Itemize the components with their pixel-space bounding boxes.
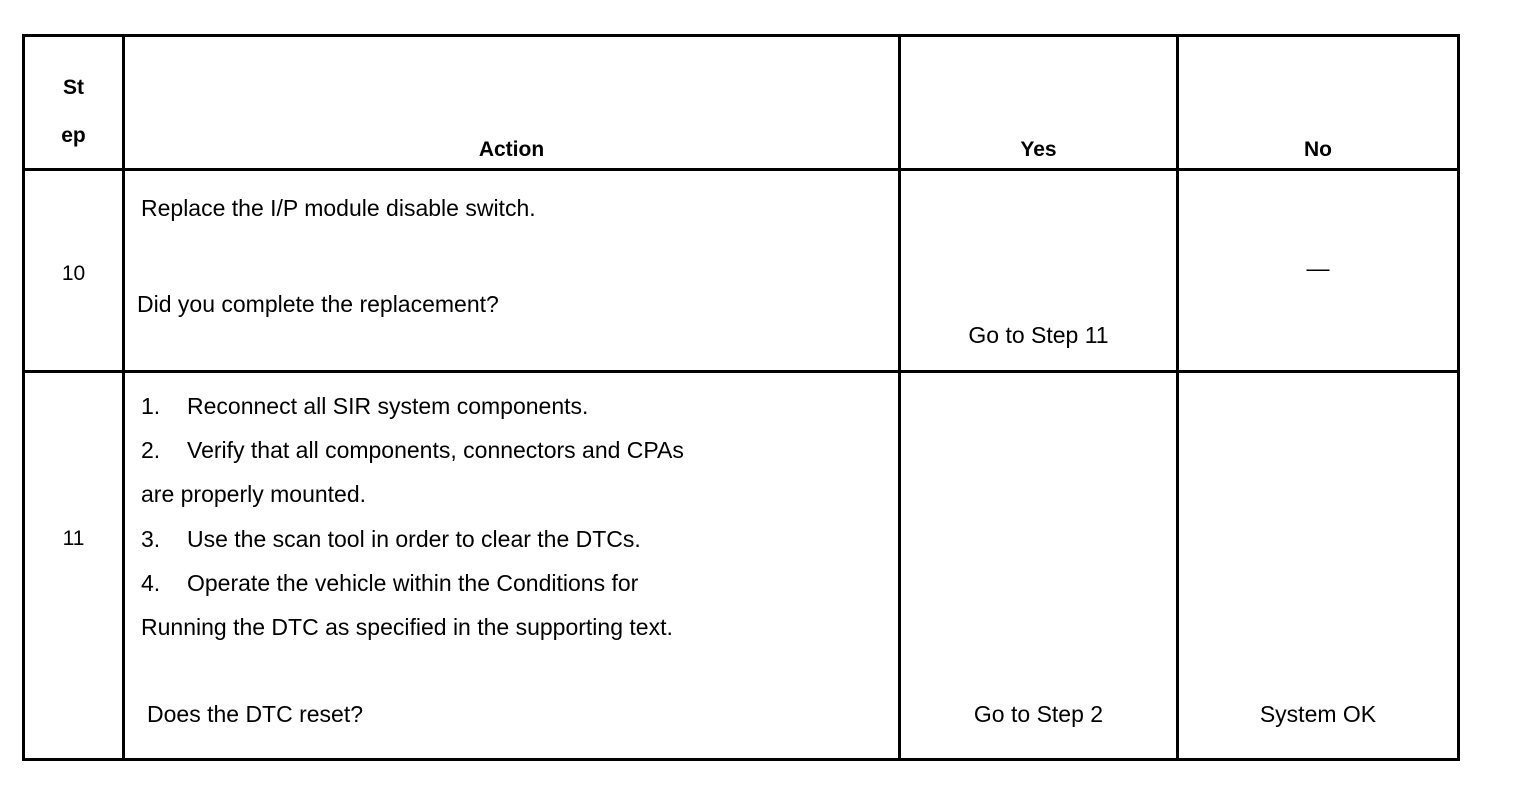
no-result-text: —	[1306, 255, 1330, 281]
header-label-step-line1: St	[63, 76, 84, 99]
list-item-text: Verify that all components, connectors a…	[187, 437, 684, 463]
list-item-text: Reconnect all SIR system components.	[187, 393, 589, 419]
cell-action: 1. Reconnect all SIR system components. 2…	[122, 370, 901, 761]
list-item-text: Running the DTC as specified in the supp…	[141, 614, 673, 640]
list-item-number: 4.	[141, 570, 161, 596]
table-row: 11 1. Reconnect all SIR system components…	[22, 370, 1460, 761]
cell-yes-result: Go to Step 2	[898, 370, 1179, 761]
list-item-number: 1.	[141, 393, 161, 419]
header-label-step-line2: ep	[61, 124, 86, 147]
table-row: 10 Replace the I/P module disable switch…	[22, 168, 1460, 373]
list-item-text: Use the scan tool in order to clear the …	[187, 526, 641, 552]
header-cell-no: No	[1176, 34, 1460, 171]
action-list-item: 4. Operate the vehicle within the Conditi…	[141, 572, 638, 595]
step-number: 10	[61, 262, 86, 285]
yes-result-text: Go to Step 2	[973, 701, 1104, 727]
diagnostic-step-table: St ep Action Yes	[22, 34, 1460, 761]
action-question: Does the DTC reset?	[147, 701, 364, 727]
yes-result-text: Go to Step 11	[968, 322, 1109, 348]
list-item-number: 3.	[141, 526, 161, 552]
cell-no-result: —	[1176, 168, 1460, 373]
cell-no-result: System OK	[1176, 370, 1460, 761]
header-cell-yes: Yes	[898, 34, 1179, 171]
list-item-number: 2.	[141, 437, 161, 463]
cell-step-number: 10	[22, 168, 125, 373]
list-item-text: are properly mounted.	[141, 481, 367, 507]
cell-yes-result: Go to Step 11	[898, 168, 1179, 373]
action-list-item-continuation: Running the DTC as specified in the supp…	[141, 616, 673, 639]
action-list-item: 1. Reconnect all SIR system components.	[141, 395, 588, 418]
action-list-item: 2. Verify that all components, connectors…	[141, 439, 684, 462]
header-cell-action: Action	[122, 34, 901, 171]
header-label-yes: Yes	[1020, 138, 1057, 161]
action-question: Did you complete the replacement?	[137, 291, 499, 317]
list-item-text: Operate the vehicle within the Condition…	[187, 570, 639, 596]
table-header-row: St ep Action Yes	[22, 34, 1460, 171]
action-line: Replace the I/P module disable switch.	[141, 195, 536, 221]
header-label-step: St ep	[25, 64, 122, 160]
header-cell-step: St ep	[22, 34, 125, 171]
step-number: 11	[62, 527, 85, 550]
no-result-text: System OK	[1259, 701, 1377, 727]
header-label-no: No	[1304, 138, 1332, 161]
header-label-action: Action	[478, 138, 545, 161]
action-list-item-continuation: are properly mounted.	[141, 483, 366, 506]
cell-step-number: 11	[22, 370, 125, 761]
cell-action: Replace the I/P module disable switch. D…	[122, 168, 901, 373]
action-list-item: 3. Use the scan tool in order to clear th…	[141, 528, 641, 551]
